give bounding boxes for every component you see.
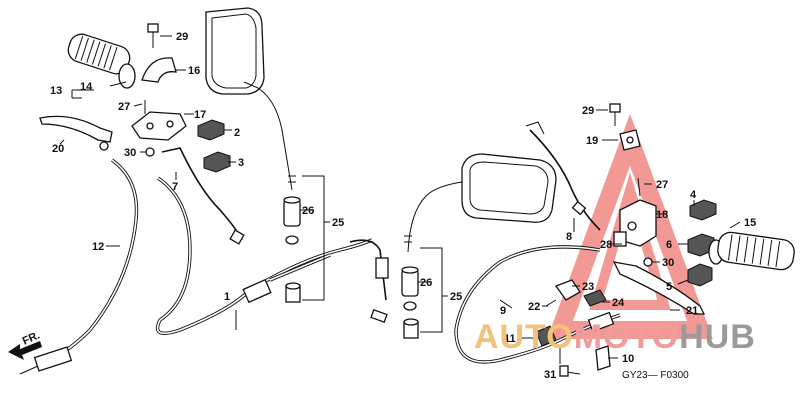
callout-4: 4 [690, 189, 697, 201]
callout-27-left: 27 [118, 101, 130, 113]
pivot-23 [554, 279, 581, 301]
callout-11: 11 [504, 333, 516, 345]
watermark-hub: HUB [679, 318, 756, 356]
callout-31: 31 [544, 369, 556, 381]
switch-4 [689, 199, 717, 221]
washer-30-left [145, 147, 155, 157]
master-cylinder-holder [613, 199, 657, 247]
screw-22 [545, 299, 557, 307]
callout-24: 24 [612, 297, 625, 309]
callout-15: 15 [744, 217, 756, 229]
callout-5: 5 [666, 281, 672, 293]
stack-right [401, 266, 419, 339]
callout-23: 23 [582, 281, 594, 293]
callout-28: 28 [600, 239, 612, 251]
leader-lines-left [59, 35, 330, 330]
switch-5 [687, 263, 713, 287]
callout-30-left: 30 [124, 147, 136, 159]
callout-27-right: 27 [656, 179, 668, 191]
brake-lever [612, 261, 706, 315]
callout-30-right: 30 [662, 257, 674, 269]
callout-12: 12 [92, 241, 104, 253]
watermark-triangle-inner [589, 172, 671, 310]
watermark-moto: MOTO [574, 318, 679, 356]
callout-16: 16 [188, 65, 200, 77]
callout-2: 2 [234, 127, 240, 139]
callout-13: 13 [50, 85, 62, 97]
callout-1: 1 [224, 291, 230, 303]
screw-27-right [637, 177, 641, 197]
watermark-logo [547, 113, 713, 339]
clutch-cable [49, 158, 139, 362]
callout-14: 14 [80, 81, 93, 93]
callout-21: 21 [686, 305, 698, 317]
left-grip [67, 33, 136, 89]
washer-30-right [643, 257, 653, 267]
stack-left [283, 196, 301, 303]
callout-8: 8 [566, 231, 572, 243]
callout-26-left: 26 [302, 205, 314, 217]
callout-10: 10 [622, 353, 634, 365]
bolt-29-left [147, 23, 159, 48]
clip-11 [535, 325, 557, 347]
diagram-code: GY23— F0300 [622, 370, 689, 381]
lever-holder [131, 100, 187, 141]
switch-3 [203, 151, 231, 173]
bolt-29-right [609, 103, 621, 126]
callout-9: 9 [500, 305, 506, 317]
callout-22: 22 [528, 301, 540, 313]
callout-20: 20 [52, 143, 64, 155]
watermark-auto: AUTO [474, 318, 574, 356]
clutch-lever [39, 115, 113, 143]
watermark-triangle-outer [547, 113, 713, 339]
front-direction-arrow [8, 341, 42, 360]
callout-19: 19 [586, 135, 598, 147]
callout-29-left: 29 [176, 31, 188, 43]
mirror-right [404, 153, 557, 253]
leader-lines-right [418, 109, 741, 364]
switch-2 [197, 119, 225, 141]
cable-8 [529, 129, 601, 231]
callout-6: 6 [666, 239, 672, 251]
switch-24 [583, 289, 607, 307]
callout-17: 17 [194, 109, 206, 121]
callout-18: 18 [656, 209, 668, 221]
callout-29-right: 29 [582, 105, 594, 117]
bracket-10 [595, 345, 611, 371]
callout-26-right: 26 [420, 277, 432, 289]
switch-cover [141, 57, 177, 83]
callout-25-right: 25 [450, 291, 462, 303]
callout-25-left: 25 [332, 217, 344, 229]
right-grip [708, 231, 795, 271]
callout-7: 7 [172, 181, 178, 193]
mirror-left [205, 7, 296, 191]
watermark-text: AUTOMOTOHUB [474, 318, 756, 356]
callout-3: 3 [238, 157, 244, 169]
callout-labels: 1 2 3 4 5 6 7 8 9 10 11 12 13 14 15 16 1… [50, 31, 756, 381]
